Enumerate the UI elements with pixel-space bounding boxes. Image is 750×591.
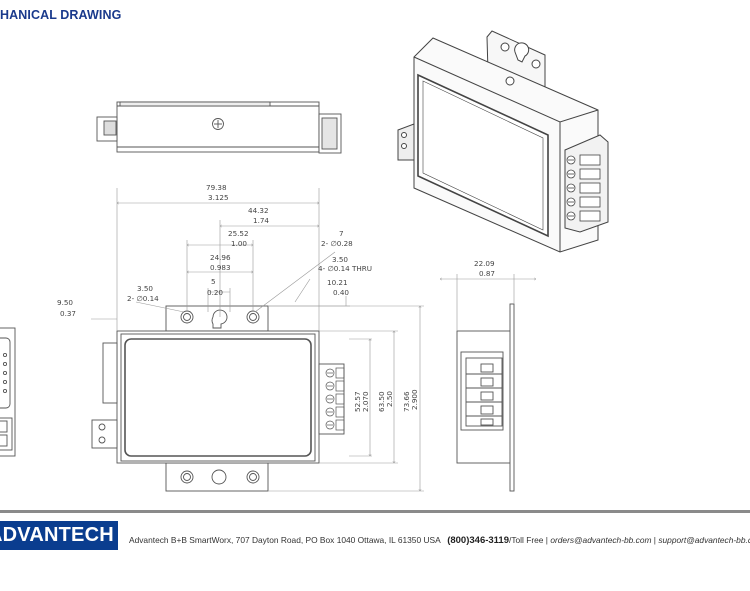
- dim-slot-in: 0.20: [207, 288, 223, 297]
- dim-small-hole-count: 2- ∅0.14: [127, 294, 159, 303]
- right-side-view: [456, 303, 515, 492]
- front-view: [102, 305, 345, 492]
- isometric-view: [397, 30, 609, 253]
- dim-right-offset-mm: 44.32: [248, 206, 269, 215]
- dim-center-span-mm: 24.96: [210, 253, 231, 262]
- mechanical-drawing: 79.38 3.125 44.32 1.74 25.52 1.00 24.96 …: [0, 30, 609, 492]
- dim-right-offset-in: 1.74: [253, 216, 269, 225]
- dim-side-depth-mm: 22.09: [474, 259, 495, 268]
- dim-ear-height-mm: 10.21: [327, 278, 348, 287]
- dim-center-span-in: 0.983: [210, 263, 231, 272]
- dim-slot-mm: 5: [211, 277, 216, 286]
- footer-phone: (800)346-3119: [447, 535, 510, 546]
- dim-height-2-in: 2.50: [385, 391, 394, 407]
- footer-separator: |: [653, 535, 656, 545]
- footer-address: Advantech B+B SmartWorx, 707 Dayton Road…: [129, 535, 441, 545]
- support-email-link[interactable]: support@advantech-bb.com: [658, 535, 750, 545]
- dim-overall-width-in: 3.125: [208, 193, 229, 202]
- dimension-labels: 79.38 3.125 44.32 1.74 25.52 1.00 24.96 …: [57, 183, 495, 412]
- dim-height-2-mm: 63.50: [377, 391, 386, 412]
- footer-separator: |: [545, 535, 548, 545]
- dim-thru-hole-count: 4- ∅0.14 THRU: [318, 264, 372, 273]
- dim-height-3-mm: 73.66: [402, 391, 411, 412]
- dim-hole-center-in: 1.00: [231, 239, 247, 248]
- orders-email-link[interactable]: orders@advantech-bb.com: [550, 535, 652, 545]
- dimension-lines: [91, 188, 536, 491]
- advantech-logo: ADVANTECH: [0, 521, 118, 550]
- footer-divider: [0, 510, 750, 513]
- left-side-view: [0, 327, 118, 457]
- footer-tollfree: /Toll Free: [509, 535, 544, 545]
- dim-ear-hole-mm: 7: [339, 229, 344, 238]
- dim-small-hole-mm: 3.50: [137, 284, 153, 293]
- dim-left-margin-in: 0.37: [60, 309, 76, 318]
- dim-left-margin-mm: 9.50: [57, 298, 73, 307]
- dim-overall-width-mm: 79.38: [206, 183, 227, 192]
- dim-hole-center-mm: 25.52: [228, 229, 249, 238]
- top-view: [96, 101, 342, 154]
- dim-side-depth-in: 0.87: [479, 269, 495, 278]
- dim-thru-hole-mm: 3.50: [332, 255, 348, 264]
- dim-height-1-mm: 52.57: [353, 391, 362, 412]
- dim-ear-hole-count: 2- ∅0.28: [321, 239, 353, 248]
- section-title: HANICAL DRAWING: [0, 8, 122, 22]
- dim-height-3-in: 2.900: [410, 389, 419, 410]
- logo-text: ADVANTECH: [0, 524, 114, 546]
- dim-height-1-in: 2.070: [361, 391, 370, 412]
- footer-contact: Advantech B+B SmartWorx, 707 Dayton Road…: [129, 535, 750, 546]
- dim-ear-height-in: 0.40: [333, 288, 349, 297]
